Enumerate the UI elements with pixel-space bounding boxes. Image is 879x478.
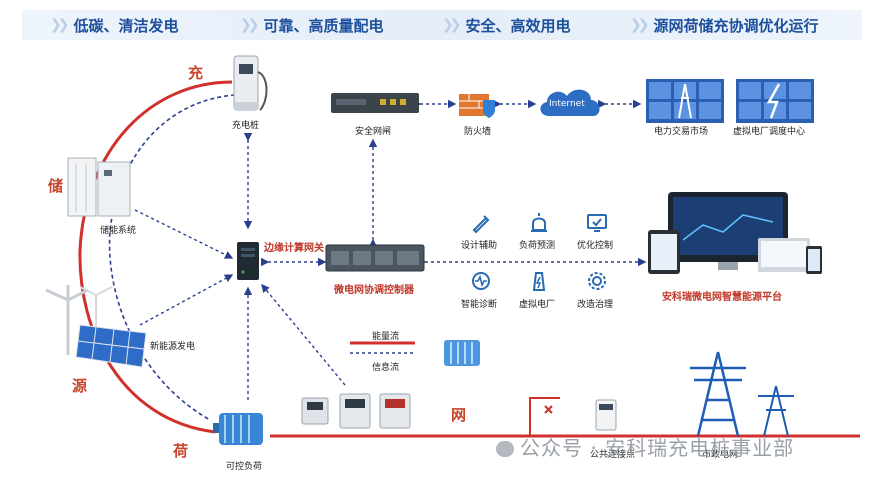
arc-label-grid: 网 <box>451 406 467 424</box>
motor-icon <box>213 413 263 445</box>
power-plant-icon <box>532 272 546 291</box>
header-band <box>22 10 862 40</box>
microgrid-controller-icon <box>325 244 425 272</box>
pcc-meter-icon <box>595 399 617 431</box>
header-item-4: ❯❯源网荷储充协调优化运行 <box>630 16 819 35</box>
service-label-forecast: 负荷预测 <box>519 241 556 251</box>
power-market-icon <box>646 79 724 123</box>
municipal-grid-label: 市政电网 <box>702 450 739 460</box>
security-gateway-icon <box>331 93 419 113</box>
internet-label: Internet <box>549 99 585 109</box>
storage-cabinet-icon <box>67 157 131 217</box>
edge-gateway-label: 边缘计算网关 <box>264 243 324 254</box>
arc-label-source: 源 <box>72 377 88 395</box>
chevron-right-icon: ❯❯ <box>442 17 462 33</box>
arc-label-storage: 储 <box>48 177 64 195</box>
edge-gateway-icon <box>237 242 259 280</box>
meter-devices-icon <box>301 393 411 429</box>
power-market-label: 电力交易市场 <box>654 127 709 137</box>
cloud-icon <box>540 89 600 116</box>
legend-energy-label: 能量流 <box>372 332 400 342</box>
watermark: 公众号 · 安科瑞充电桩事业部 <box>496 432 794 461</box>
charging-pile-icon <box>233 55 268 111</box>
legend-info-label: 信息流 <box>372 363 400 373</box>
firewall-label: 防火墙 <box>464 127 492 137</box>
gear-icon <box>588 272 606 290</box>
microgrid-controller-label: 微电网协调控制器 <box>334 285 414 296</box>
pcc-switch <box>529 397 560 436</box>
vpp-center-label: 虚拟电厂调度中心 <box>733 127 806 137</box>
service-label-retrofit: 改造治理 <box>577 300 614 310</box>
wechat-icon <box>496 441 514 457</box>
motor-legend-icon <box>444 340 480 366</box>
chevron-right-icon: ❯❯ <box>240 17 260 33</box>
design-icon <box>472 215 490 234</box>
arc-label-load: 荷 <box>173 442 189 460</box>
platform-label: 安科瑞微电网智慧能源平台 <box>662 292 782 303</box>
security-gateway-label: 安全网闸 <box>355 127 392 137</box>
energy-arc <box>78 80 233 434</box>
firewall-icon <box>459 94 495 118</box>
monitor-check-icon <box>587 214 607 232</box>
diagnosis-icon <box>472 272 490 290</box>
pcc-label: 公共连接点 <box>590 450 636 460</box>
platform-devices-icon <box>648 192 822 274</box>
service-label-design: 设计辅助 <box>461 241 498 251</box>
header-item-3: ❯❯安全、高效用电 <box>442 16 571 35</box>
charging-pile-label: 充电桩 <box>232 121 260 131</box>
service-label-vpp: 虚拟电厂 <box>519 300 556 310</box>
controllable-load-label: 可控负荷 <box>226 462 263 472</box>
chevron-right-icon: ❯❯ <box>630 17 650 33</box>
service-label-optimize: 优化控制 <box>577 241 614 251</box>
header-item-1: ❯❯低碳、清洁发电 <box>50 16 179 35</box>
wind-solar-icon <box>45 285 147 368</box>
transmission-tower-icon <box>690 351 794 437</box>
header-item-2: ❯❯可靠、高质量配电 <box>240 16 384 35</box>
storage-system-label: 储能系统 <box>100 226 137 236</box>
arc-label-charge: 充 <box>188 64 204 82</box>
service-label-diagnosis: 智能诊断 <box>461 300 498 310</box>
alarm-icon <box>531 213 547 232</box>
chevron-right-icon: ❯❯ <box>50 17 70 33</box>
vpp-center-icon <box>736 79 814 123</box>
new-energy-label: 新能源发电 <box>150 342 196 352</box>
